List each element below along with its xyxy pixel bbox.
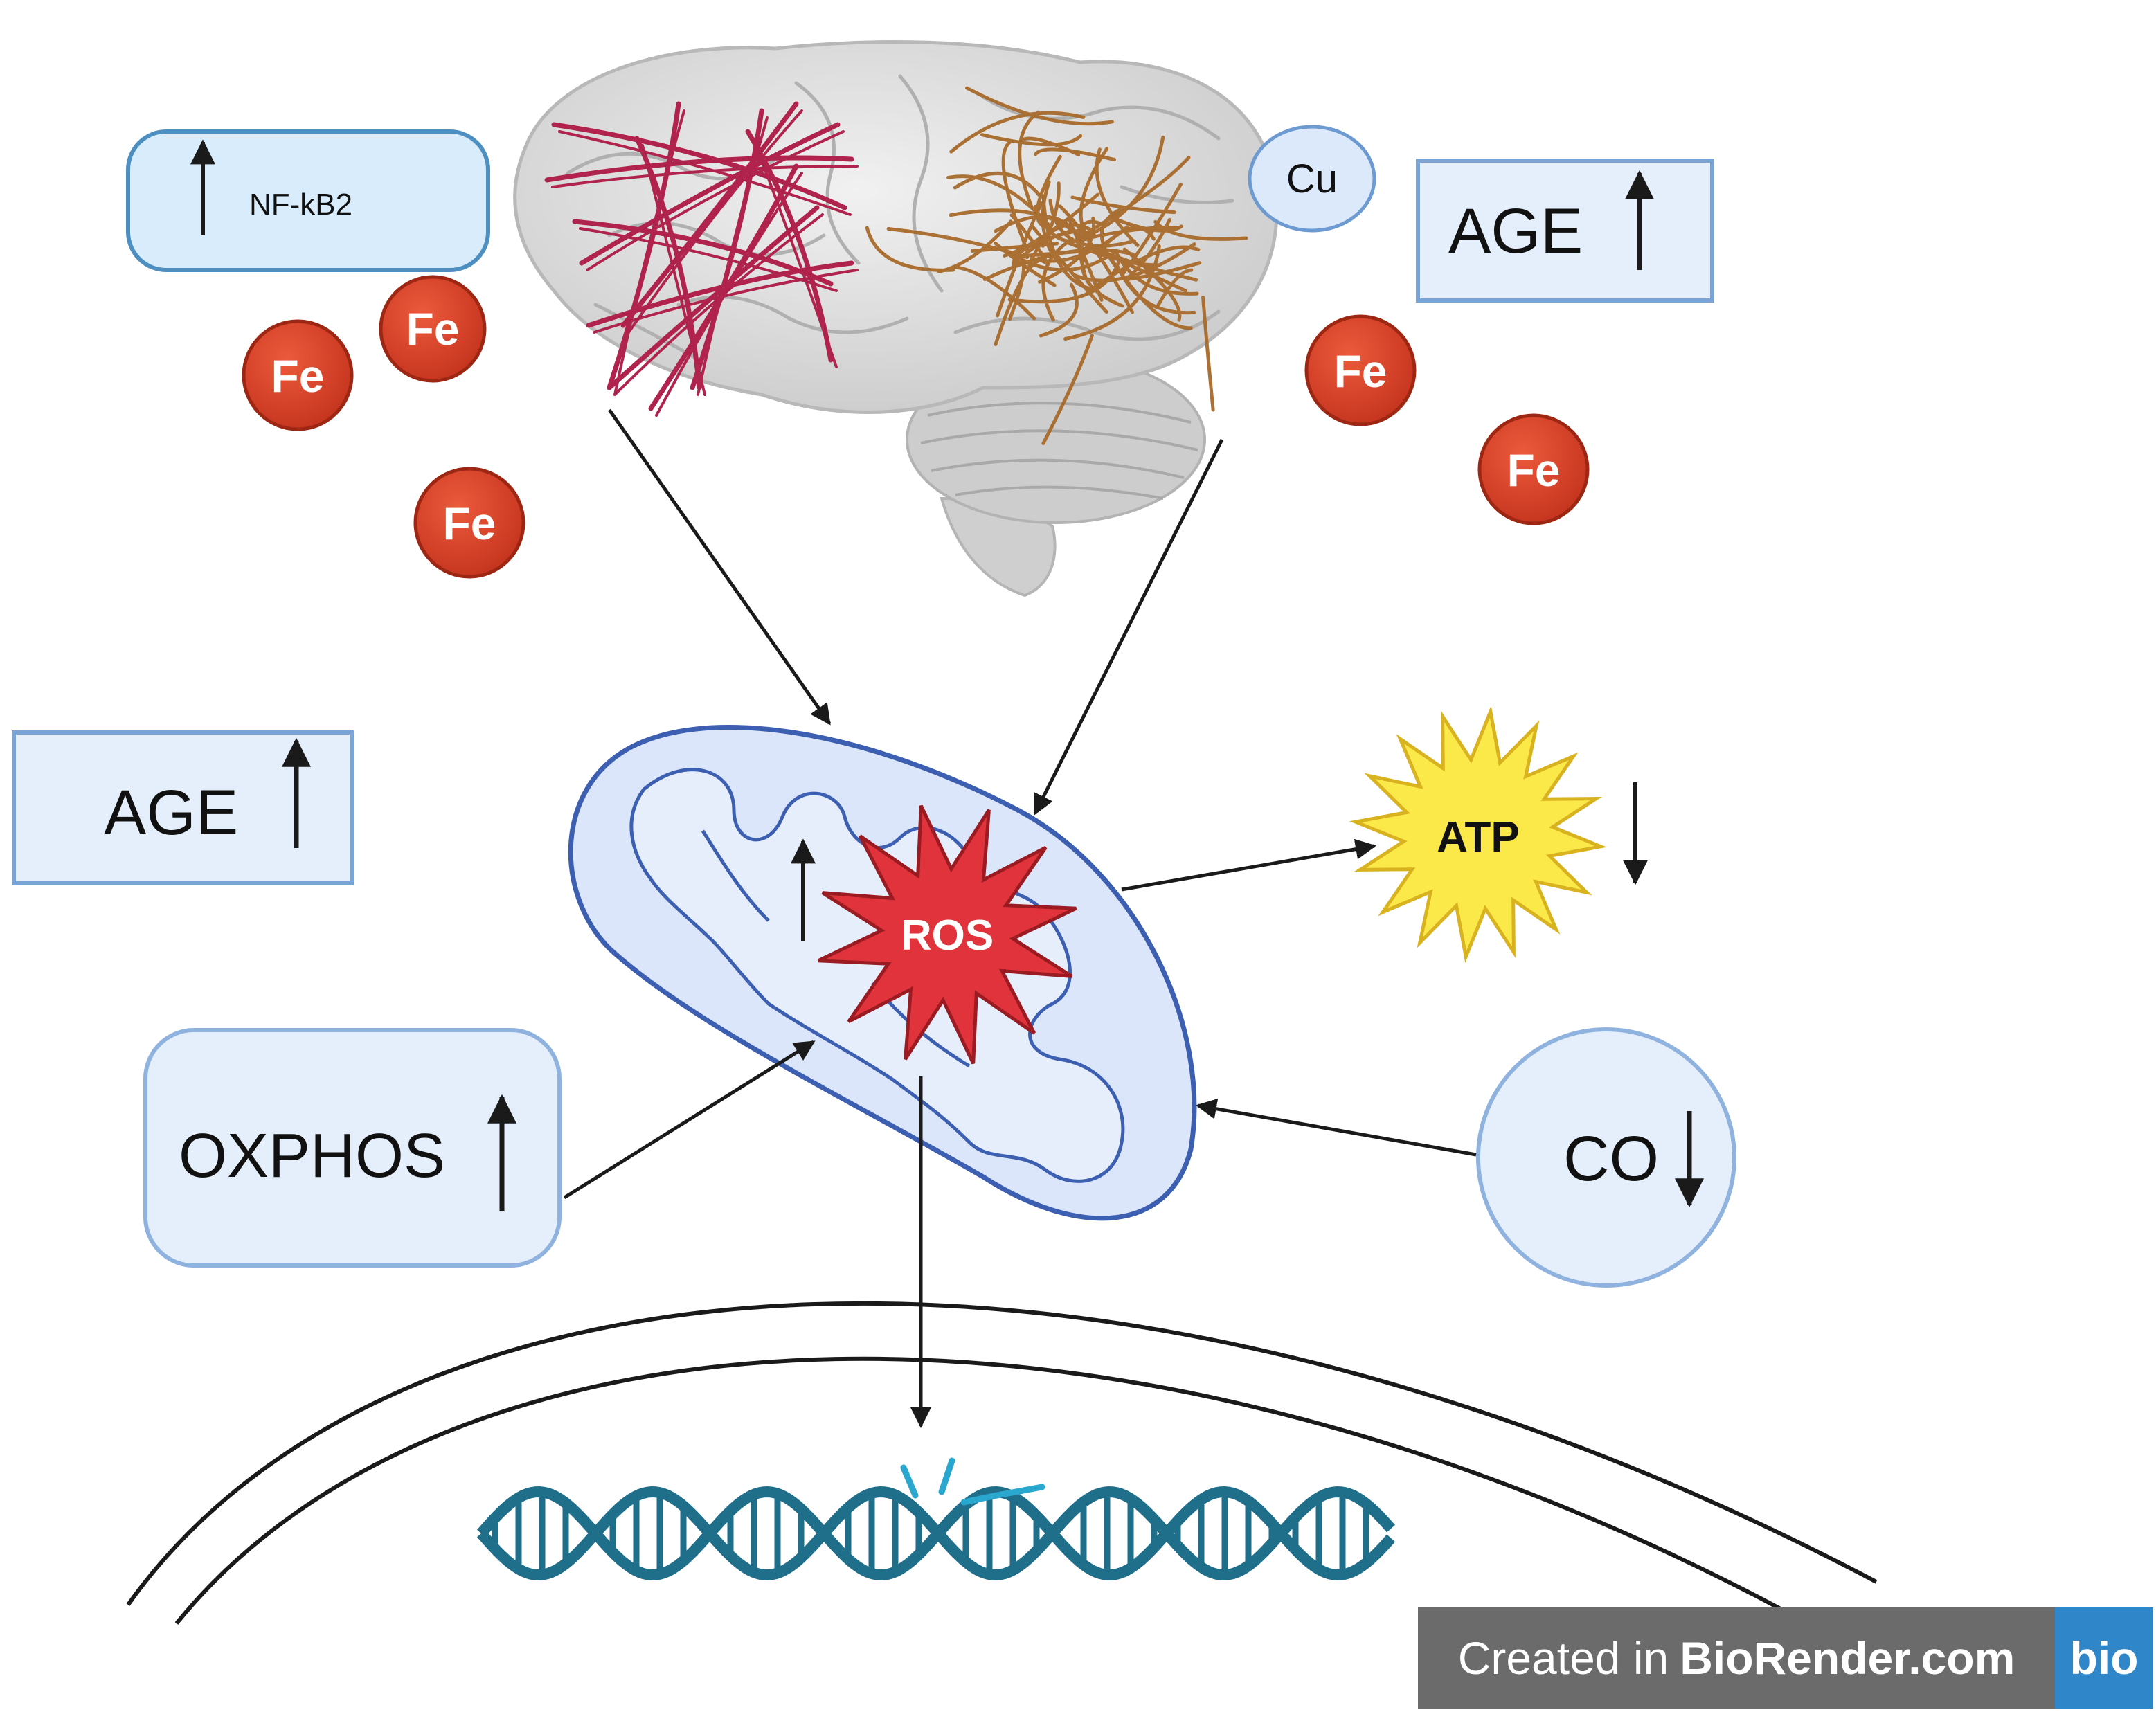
arrow-oxphos-to-mito	[563, 1040, 816, 1200]
nfkb2-label: NF-kB2	[249, 188, 352, 222]
biorender-logo-icon: bio	[2055, 1607, 2153, 1709]
ros-burst: ROS	[817, 804, 1077, 1065]
tau-fibril	[1153, 219, 1248, 241]
tau-fibril	[937, 219, 1013, 273]
atp-burst: ATP	[1349, 705, 1607, 963]
fe-ion: Fe	[379, 275, 487, 383]
tau-fibril	[1063, 244, 1161, 341]
tau-fibril	[1001, 140, 1029, 252]
tau-fibril	[1098, 226, 1156, 253]
oxphos-label: OXPHOS	[179, 1121, 445, 1191]
age-label-top: AGE	[1448, 196, 1583, 267]
fe-ion: Fe	[413, 467, 525, 579]
cu-label: Cu	[1286, 156, 1338, 201]
tau-fibril	[1012, 228, 1083, 272]
nuclear-membrane-outer	[126, 1301, 1878, 1606]
tau-fibril	[1078, 156, 1191, 239]
amyloid-fibril	[544, 155, 854, 183]
badge-text: Created in BioRender.com	[1418, 1607, 2055, 1709]
tau-fibril	[1095, 147, 1140, 247]
fe-ion: Fe	[1477, 413, 1590, 525]
tau-fibril	[1003, 192, 1099, 258]
amyloid-fibril	[586, 130, 845, 271]
tau-fibril	[1041, 334, 1094, 445]
dna-helix-illustration	[477, 1486, 1395, 1581]
amyloid-fibril	[607, 101, 681, 390]
tau-fibril	[1007, 258, 1122, 304]
amyloid-fibril	[745, 129, 834, 363]
age-label-left: AGE	[104, 777, 238, 848]
tau-fibril	[1078, 135, 1165, 241]
tau-fibril	[1116, 265, 1196, 315]
co-label: CO	[1563, 1124, 1659, 1194]
age-box-top: AGE	[1416, 159, 1714, 303]
tau-fibril	[1123, 262, 1187, 293]
tau-fibril	[1007, 249, 1119, 272]
fe-label: Fe	[1333, 345, 1387, 397]
co-circle: CO	[1476, 1027, 1736, 1288]
fe-ion: Fe	[242, 319, 354, 431]
age-box-left: AGE	[12, 730, 354, 885]
dna-damage-marks	[900, 1457, 1045, 1506]
amyloid-fibril	[551, 122, 847, 210]
tau-fibril	[965, 86, 1114, 126]
badge-brand: BioRender.com	[1680, 1632, 2015, 1684]
arrow-co-to-mito	[1196, 1098, 1477, 1157]
tau-fibril	[980, 133, 1083, 147]
amyloid-fibril	[752, 137, 838, 368]
cu-ion: Cu	[1248, 125, 1376, 233]
tau-fibril	[1041, 180, 1062, 266]
tau-fibril	[953, 171, 1042, 198]
fe-label: Fe	[406, 303, 459, 354]
amyloid-fibril	[620, 101, 799, 328]
tau-fibril	[1039, 282, 1079, 338]
tau-fibril	[1020, 248, 1104, 258]
amyloid-fibril	[558, 130, 852, 216]
amyloid-fibril	[613, 109, 685, 396]
fe-label: Fe	[442, 498, 496, 549]
fe-label: Fe	[271, 350, 324, 402]
arrow-mito-to-atp	[1121, 838, 1376, 892]
oxphos-box: OXPHOS	[143, 1028, 562, 1268]
ros-label: ROS	[901, 912, 994, 959]
tau-fibril	[1085, 245, 1201, 294]
tau-fibril	[1155, 268, 1194, 309]
tau-fibril	[1041, 237, 1075, 322]
arrow-brain-right-to-mito	[1033, 438, 1224, 816]
tau-fibril	[951, 265, 1036, 321]
tau-fibril	[865, 226, 955, 272]
badge-prefix: Created in	[1457, 1632, 1669, 1684]
atp-label: ATP	[1437, 813, 1519, 861]
amyloid-fibril	[551, 165, 859, 188]
amyloid-fibril	[648, 163, 799, 411]
arrow-brain-left-to-mito	[607, 408, 832, 726]
tau-fibril	[1126, 261, 1202, 281]
tau-fibril	[949, 111, 1086, 154]
amyloid-fibril-network	[544, 101, 859, 417]
biorender-badge: Created in BioRender.com bio	[1418, 1607, 2153, 1709]
amyloid-fibril	[641, 144, 706, 396]
tau-fibril	[996, 201, 1044, 318]
tau-fibril	[1124, 217, 1171, 282]
fe-ion: Fe	[1304, 314, 1417, 426]
dna-strand	[477, 1486, 1395, 1581]
amyloid-fibril	[579, 122, 841, 266]
nuclear-membrane-inner	[174, 1356, 1815, 1629]
tau-fibril	[1018, 110, 1040, 209]
tau-fibril	[1070, 195, 1176, 215]
fe-label: Fe	[1507, 444, 1560, 496]
amyloid-fibril	[655, 172, 803, 417]
tau-fibril	[1030, 224, 1108, 314]
tau-tangle-cluster	[865, 86, 1248, 445]
tau-fibril	[994, 258, 1043, 346]
amyloid-fibril	[627, 109, 803, 334]
nfkb2-box: NF-kB2	[126, 129, 490, 272]
tau-fibril	[1201, 295, 1215, 412]
